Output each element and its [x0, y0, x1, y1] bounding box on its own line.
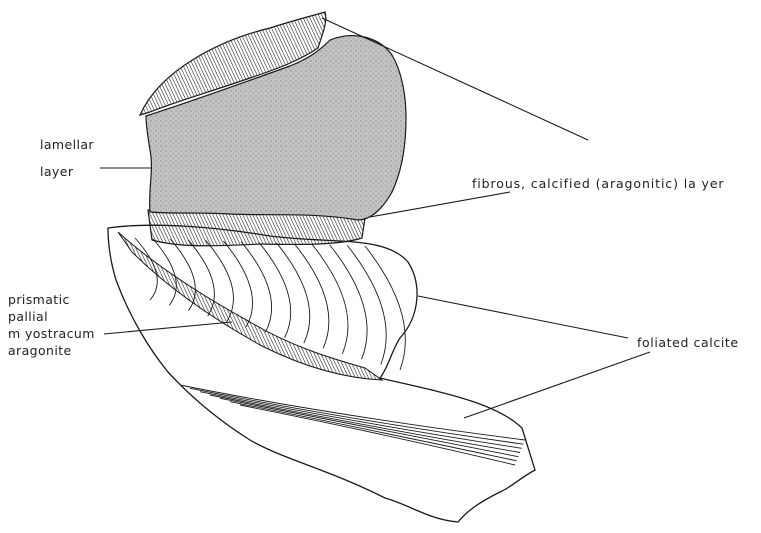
- label-prismatic-line3: m yostracum: [8, 325, 95, 342]
- label-prismatic-line1: prismatic: [8, 291, 95, 308]
- label-lamellar-line1: lamellar: [40, 131, 94, 158]
- label-prismatic-myostracum: prismatic pallial m yostracum aragonite: [8, 291, 95, 359]
- label-prismatic-line4: aragonite: [8, 342, 95, 359]
- leader-line-fibrous: [370, 192, 510, 217]
- leader-line-foliated-upper: [418, 296, 628, 338]
- label-prismatic-line2: pallial: [8, 308, 95, 325]
- label-lamellar-layer: lamellar layer: [40, 131, 94, 185]
- foliated-calcite-region: [108, 225, 535, 522]
- label-foliated-calcite: foliated calcite: [637, 335, 739, 350]
- label-lamellar-line2: layer: [40, 158, 94, 185]
- leader-line-foliated-lower: [464, 352, 650, 418]
- label-fibrous-layer: fibrous, calcified (aragonitic) la yer: [472, 176, 724, 191]
